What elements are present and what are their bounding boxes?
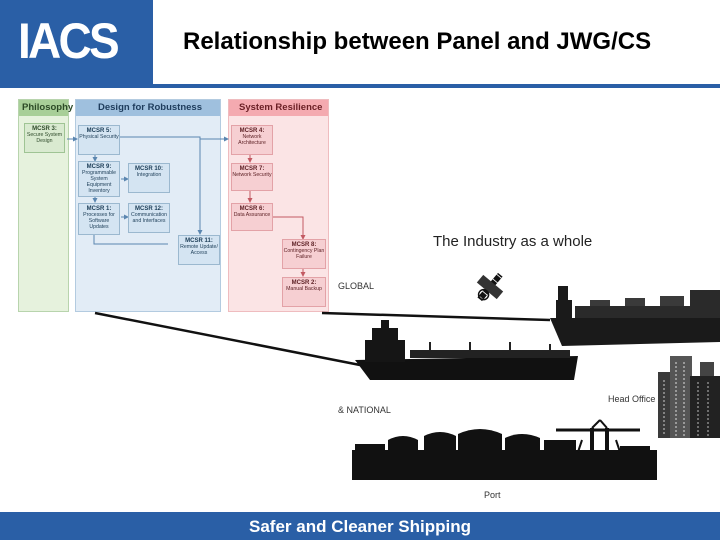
mcsr4-box: MCSR 4: Network Architecture xyxy=(231,125,273,155)
mcsr10-id: MCSR 10: xyxy=(134,166,163,172)
satellite-icon xyxy=(476,272,504,302)
mcsr12-id: MCSR 12: xyxy=(134,206,163,212)
industry-title: The Industry as a whole xyxy=(433,233,593,250)
mcsr7-text: Network Security xyxy=(232,172,272,178)
tanker-ship-icon xyxy=(355,320,578,380)
mcsr7-box: MCSR 7: Network Security xyxy=(231,163,273,191)
mcsr5-box: MCSR 5: Physical Security xyxy=(78,125,120,155)
mcsr8-box: MCSR 8: Contingency Plan Failure xyxy=(282,239,326,269)
mcsr3-id: MCSR 3: xyxy=(32,126,57,132)
mcsr1-text: Processes for Software Updates xyxy=(83,212,115,230)
mcsr3-box: MCSR 3: Secure System Design xyxy=(24,123,65,153)
mcsr9-id: MCSR 9: xyxy=(86,164,112,170)
mcsr2-text: Manual Backup xyxy=(286,286,322,292)
mcsr6-box: MCSR 6: Data Assurance xyxy=(231,203,273,231)
mcsr9-box: MCSR 9: Programmable System Equipment In… xyxy=(78,161,120,197)
head-office-label: Head Office xyxy=(608,394,656,404)
mcsr12-text: Communication and Interfaces xyxy=(130,212,168,224)
mcsr12-box: MCSR 12: Communication and Interfaces xyxy=(128,203,170,233)
iacs-logo: IACS xyxy=(18,13,120,69)
mcsr7-id: MCSR 7: xyxy=(239,166,265,172)
resilience-column: System Resilience xyxy=(228,99,329,312)
port-skyline-icon xyxy=(352,419,657,480)
mcsr4-id: MCSR 4: xyxy=(239,128,265,134)
mcsr6-id: MCSR 6: xyxy=(239,206,265,212)
header-divider xyxy=(0,84,720,88)
mcsr10-text: Integration xyxy=(136,172,162,178)
industry-illustration xyxy=(94,272,720,480)
national-label: & NATIONAL xyxy=(338,405,391,415)
mcsr5-id: MCSR 5: xyxy=(86,128,112,134)
global-label: GLOBAL xyxy=(338,281,375,291)
mcsr8-id: MCSR 8: xyxy=(291,242,317,248)
mcsr3-text: Secure System Design xyxy=(26,132,63,144)
cyber-diagram: Philosophy Design for Robustness System … xyxy=(18,99,330,312)
resilience-header: System Resilience xyxy=(229,100,328,116)
philosophy-header: Philosophy xyxy=(19,100,73,116)
footer-tagline: Safer and Cleaner Shipping xyxy=(249,517,471,536)
mcsr11-text: Remote Update/ Access xyxy=(180,244,218,256)
logo-box: IACS xyxy=(0,0,153,84)
office-building-icon xyxy=(658,356,720,438)
mcsr5-text: Physical Security xyxy=(79,134,119,140)
mcsr4-text: Network Architecture xyxy=(238,134,266,146)
mcsr1-box: MCSR 1: Processes for Software Updates xyxy=(78,203,120,235)
mcsr10-box: MCSR 10: Integration xyxy=(128,163,170,193)
philosophy-column: Philosophy xyxy=(18,99,73,312)
robustness-header: Design for Robustness xyxy=(76,100,220,116)
footer-bar xyxy=(0,512,720,540)
mcsr1-id: MCSR 1: xyxy=(86,206,112,212)
mcsr6-text: Data Assurance xyxy=(233,212,271,218)
cargo-ship-icon xyxy=(550,286,720,346)
mcsr9-text: Programmable System Equipment Inventory xyxy=(81,170,117,194)
page-title: Relationship between Panel and JWG/CS xyxy=(183,28,652,55)
mcsr11-box: MCSR 11: Remote Update/ Access xyxy=(178,235,220,265)
port-label: Port xyxy=(484,490,501,500)
mcsr2-box: MCSR 2: Manual Backup xyxy=(282,277,326,307)
mcsr2-id: MCSR 2: xyxy=(291,280,317,286)
diagram-arrows xyxy=(67,136,306,277)
mcsr11-id: MCSR 11: xyxy=(185,238,213,244)
mcsr8-text: Contingency Plan Failure xyxy=(283,248,325,260)
